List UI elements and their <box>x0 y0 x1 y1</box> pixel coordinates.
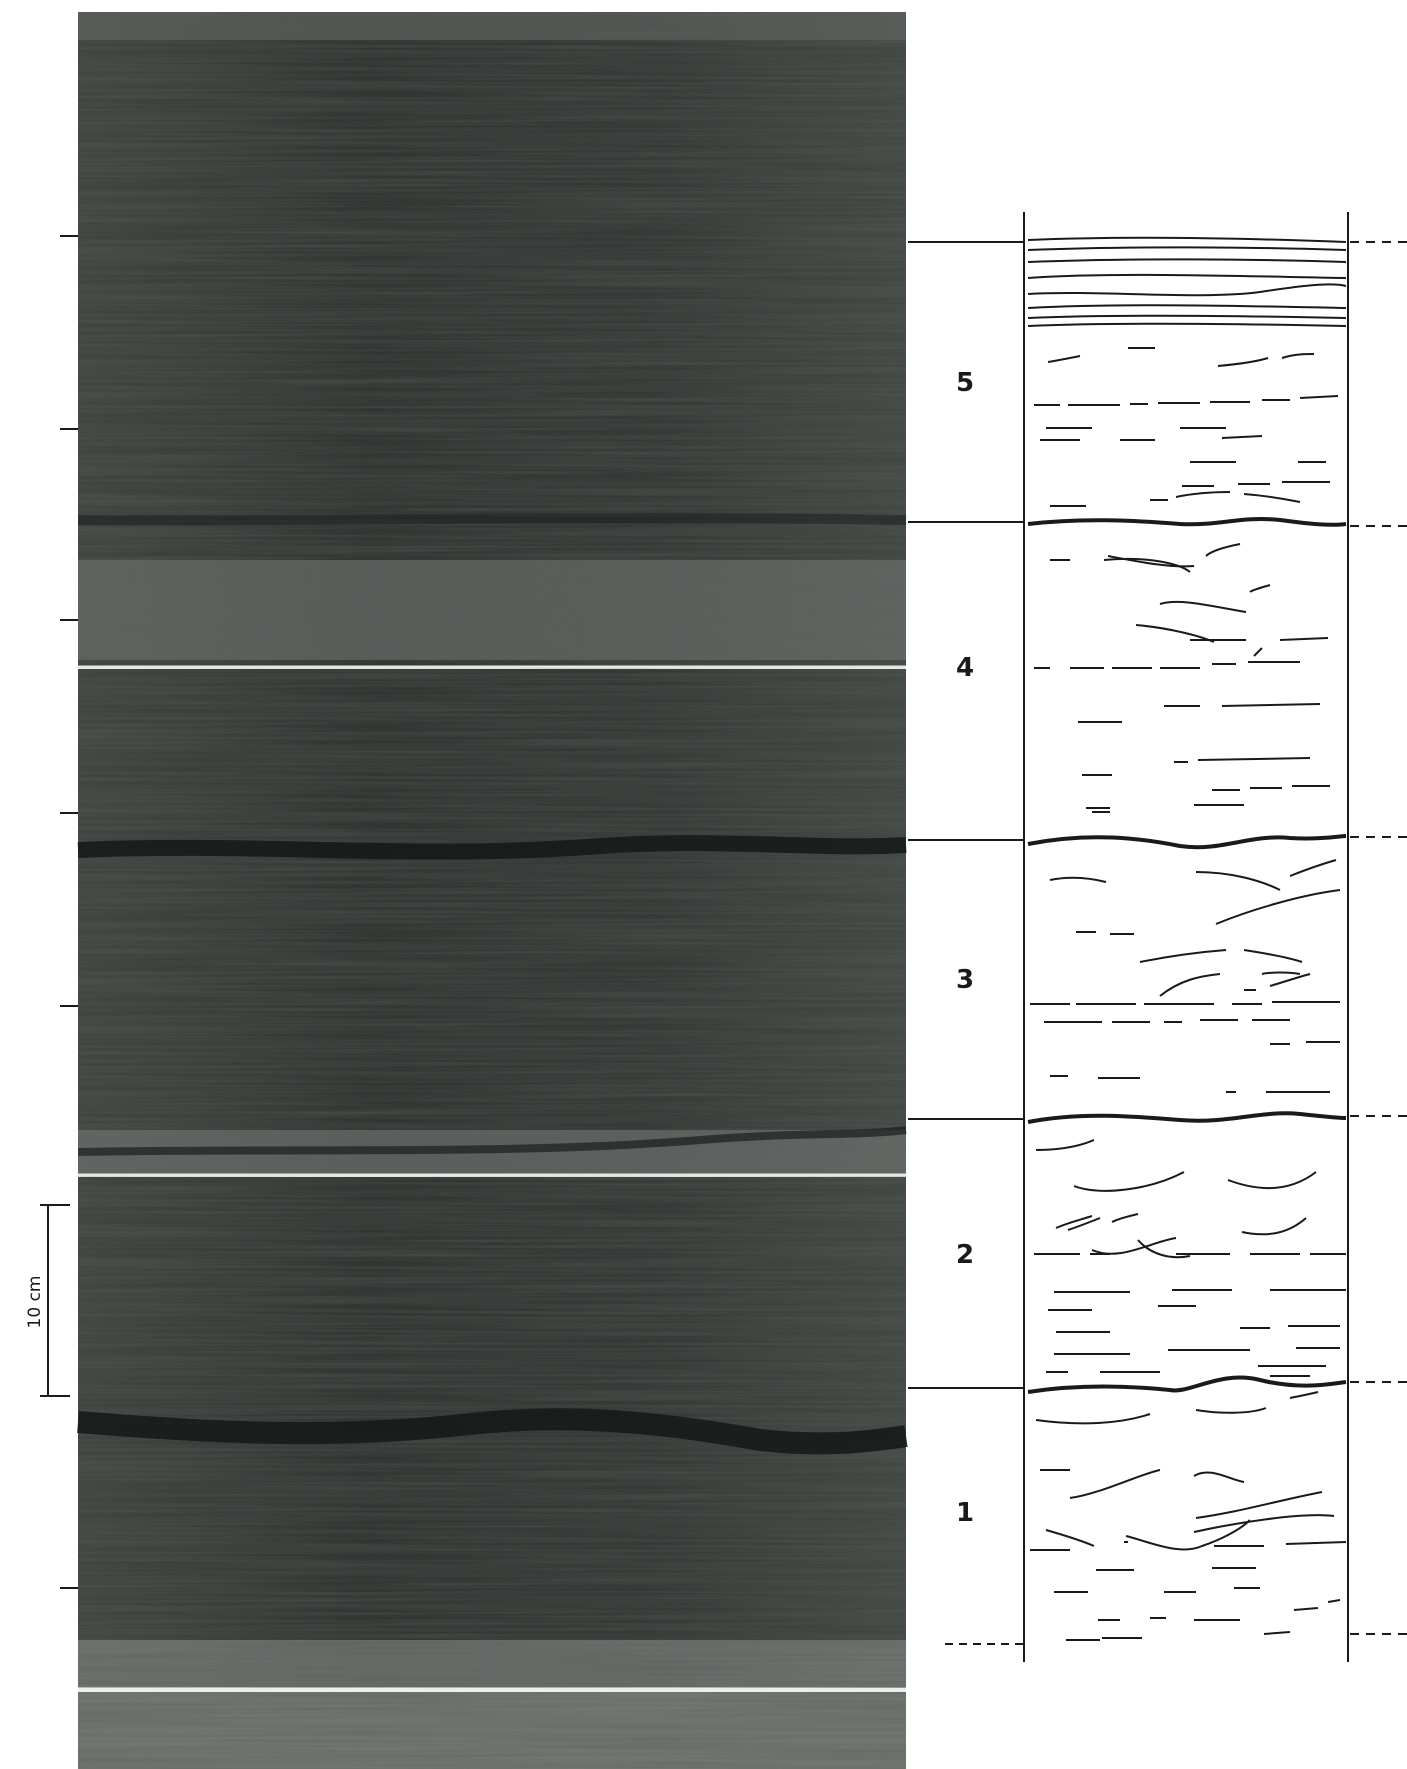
dark-lamina <box>77 835 907 860</box>
scale-bar-label: 10 cm <box>25 1276 45 1329</box>
laminations-unit-1 <box>1027 1375 1347 1641</box>
dark-lamina <box>77 1126 907 1156</box>
laminations-unit-3 <box>1027 834 1347 1093</box>
laminations-unit-2 <box>1027 1111 1347 1377</box>
unit-boundaries <box>908 241 1024 1645</box>
unit-boundary-extensions <box>1350 241 1407 1635</box>
unit-label-4: 4 <box>956 653 974 683</box>
dark-lamina <box>77 513 907 526</box>
core-photograph <box>77 12 908 1769</box>
unit-label-5: 5 <box>956 368 974 398</box>
unit-label-2: 2 <box>956 1240 974 1270</box>
unit-label-1: 1 <box>956 1498 974 1528</box>
unit-label-3: 3 <box>956 965 974 995</box>
depth-ticks <box>60 235 78 1589</box>
log-column <box>1023 212 1349 1662</box>
laminations-unit-4 <box>1027 517 1347 813</box>
dark-lamina <box>77 1408 908 1455</box>
laminations-unit-5 <box>1027 236 1347 507</box>
scale-bar <box>40 1204 70 1397</box>
